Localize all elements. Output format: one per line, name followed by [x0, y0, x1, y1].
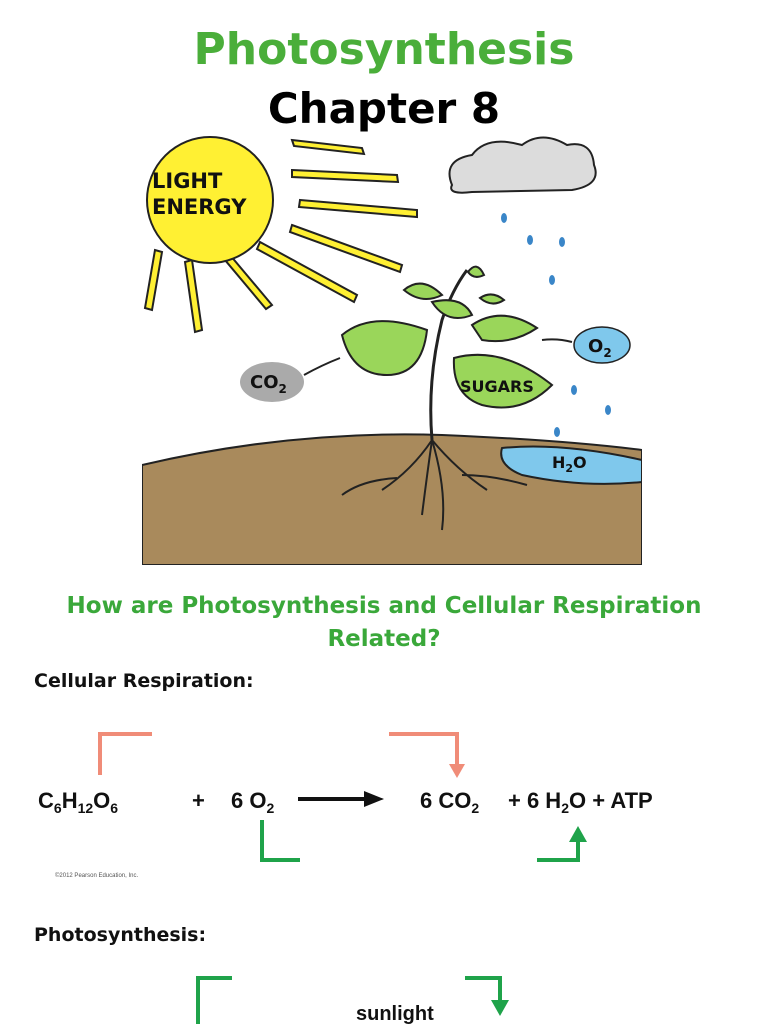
- svg-text:CO2: CO2: [250, 372, 287, 396]
- o2-sub: 2: [603, 346, 611, 360]
- photosynthesis-equation: sunlight: [196, 976, 509, 1024]
- green-bracket-photo-left: [196, 976, 232, 1024]
- photosynthesis-illustration: LIGHT ENERGY SUGARS CO2 O2 H2O: [142, 136, 642, 565]
- oxygen-sub: 2: [266, 800, 274, 816]
- o2-arrow: [541, 338, 573, 343]
- sugars-label: SUGARS: [460, 377, 534, 396]
- water-tail: O: [573, 453, 587, 472]
- co2-bubble: [240, 362, 304, 402]
- glucose-c: C: [38, 788, 54, 813]
- question-line2: Related?: [327, 626, 441, 652]
- sun-label-line2: ENERGY: [152, 195, 247, 219]
- glucose-sub1: 6: [54, 800, 62, 816]
- plant-roots: [341, 439, 528, 531]
- green-arrowhead-photo: [491, 1000, 509, 1016]
- water-atp: O + ATP: [569, 788, 653, 813]
- green-bracket-left: [260, 820, 300, 862]
- water-product: + 6 H: [508, 788, 561, 813]
- sunlight-label: sunlight: [356, 1003, 434, 1024]
- svg-text:+ 6 H2O + ATP: + 6 H2O + ATP: [508, 788, 653, 816]
- oxygen: 6 O: [231, 788, 266, 813]
- section-question: How are Photosynthesis and Cellular Resp…: [0, 590, 768, 656]
- page-title: Photosynthesis: [193, 24, 575, 75]
- green-bracket-right: [537, 838, 580, 862]
- water-product-sub: 2: [561, 800, 569, 816]
- glucose-h: H: [62, 788, 78, 813]
- photosynthesis-heading: Photosynthesis:: [34, 924, 207, 946]
- glucose-sub3: 6: [110, 800, 118, 816]
- co2-label: CO: [250, 372, 279, 393]
- salmon-arrowhead: [449, 764, 465, 778]
- salmon-bracket-right: [389, 732, 459, 768]
- green-arrowhead: [569, 826, 587, 842]
- reaction-arrowhead: [364, 791, 384, 807]
- svg-text:6 O2: 6 O2: [231, 788, 274, 816]
- plus-1: +: [192, 788, 205, 813]
- green-bracket-photo-right: [465, 976, 502, 1004]
- plant-stem: [429, 269, 469, 441]
- svg-text:H2O: H2O: [552, 453, 587, 475]
- svg-text:6 CO2: 6 CO2: [420, 788, 479, 816]
- o2-bubble: [573, 326, 631, 364]
- o2-label: O: [588, 336, 603, 357]
- water-label: H: [552, 453, 565, 472]
- question-line1: How are Photosynthesis and Cellular Resp…: [66, 593, 702, 619]
- water-pool: [500, 445, 642, 485]
- co2-product-sub: 2: [471, 800, 479, 816]
- salmon-bracket-left: [98, 732, 152, 775]
- co2-sub: 2: [279, 382, 287, 396]
- cloud-icon: [448, 136, 597, 194]
- respiration-equation: C6H12O6 + 6 O2 6 CO2 + 6 H2O + ATP ©2012…: [38, 732, 653, 879]
- glucose-sub2: 12: [78, 800, 94, 816]
- sun-icon: [146, 136, 274, 264]
- sun-label-line1: LIGHT: [152, 169, 223, 193]
- rain-drops: [501, 213, 611, 437]
- plant-leaves: [340, 265, 554, 409]
- chapter-subtitle: Chapter 8: [267, 84, 501, 133]
- glucose-o: O: [93, 788, 110, 813]
- water-sub: 2: [565, 462, 573, 475]
- copyright-note: ©2012 Pearson Education, Inc.: [55, 872, 138, 879]
- sun-rays: [143, 138, 418, 334]
- co2-arrow: [303, 357, 341, 376]
- svg-text:O2: O2: [588, 336, 612, 360]
- svg-text:C6H12O6: C6H12O6: [38, 788, 118, 816]
- co2-product: 6 CO: [420, 788, 471, 813]
- respiration-heading: Cellular Respiration:: [34, 670, 254, 692]
